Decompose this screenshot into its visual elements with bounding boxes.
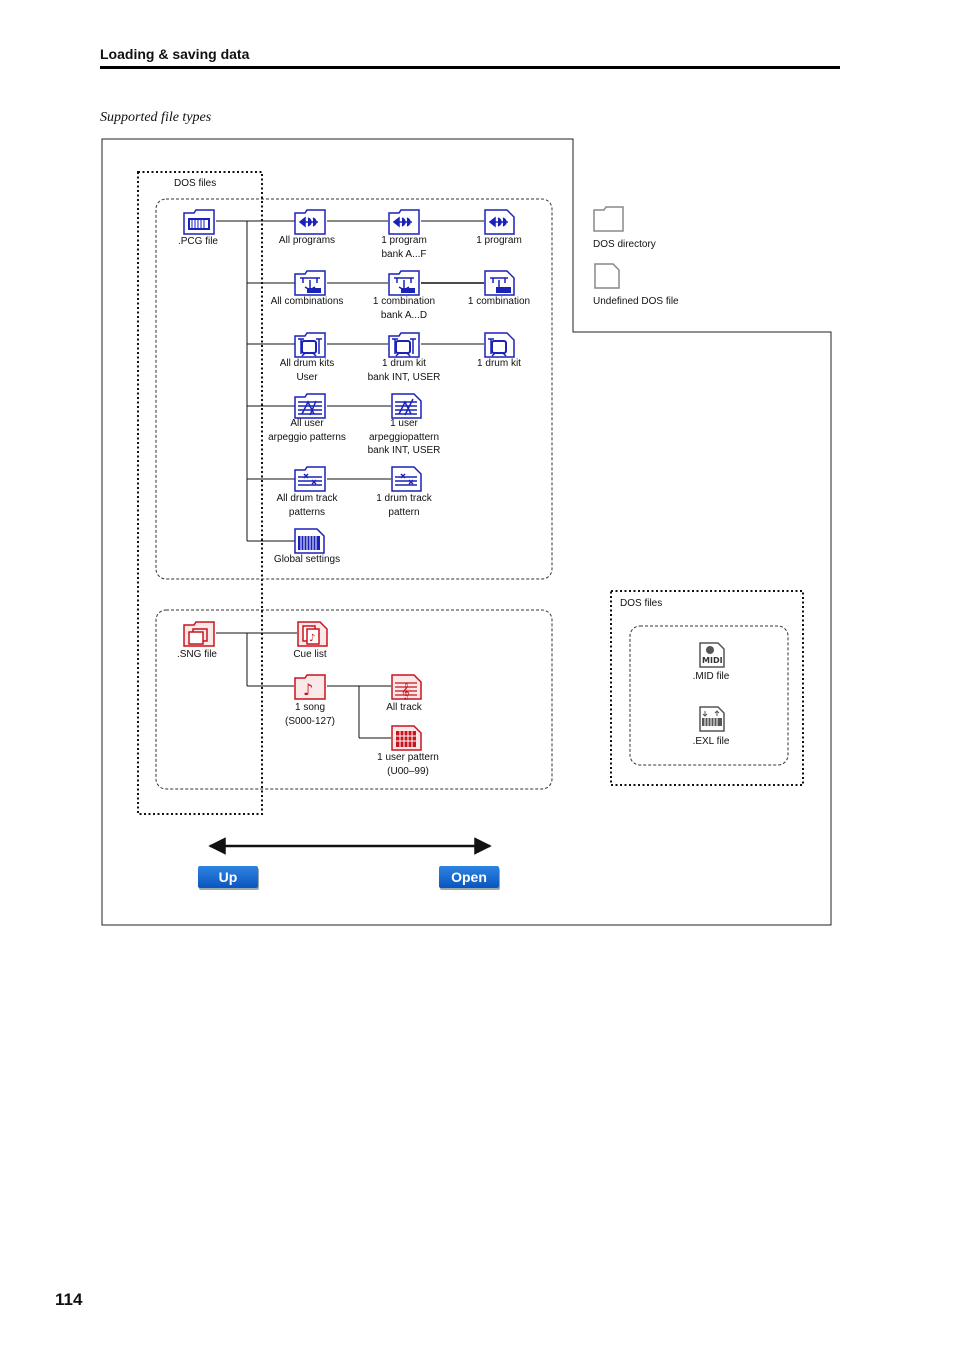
mid-file-label: .MID file [692,671,730,682]
program-icon[interactable] [484,209,516,235]
pcg-item-label-line: 1 user [390,418,418,429]
cue-list-icon[interactable]: ♪ [297,621,329,647]
pcg-item-label: 1 user arpeggiopattern bank INT, USER [354,417,454,458]
pcg-item-label-line: Global settings [273,554,341,565]
pcg-item-label-line: arpeggiopattern [368,431,440,443]
pcg-item-label: 1 combination bank A...D [354,295,454,322]
all-track-label: All track [386,702,422,713]
pcg-item-label-line: 1 program [381,235,427,246]
pcg-item-label-line: All programs [278,235,336,246]
exl-file-label: .EXL file [692,736,730,747]
dos-directory-icon [593,206,625,232]
pcg-item-label: All user arpeggio patterns [257,417,357,444]
pcg-item-label: All combinations [257,295,357,309]
other-files-inner-box [629,625,789,766]
svg-text:♪: ♪ [303,680,313,699]
pcg-item-label-line: patterns [288,506,326,518]
pcg-item-label-line: All user [290,418,324,429]
pcg-item-label-line: 1 drum track [376,493,432,504]
pcg-item-label: 1 program bank A...F [354,234,454,261]
pcg-item-label-line: 1 combination [467,296,531,307]
other-dos-files-label: DOS files [620,598,663,609]
pcg-item-label-line: bank A...D [380,309,428,321]
pcg-item-label: 1 drum kit [449,357,549,371]
figure-caption: Supported file types [100,110,212,125]
pcg-file-label: .PCG file [177,236,218,247]
dos-files-group-label: DOS files [174,178,217,189]
cue-list-label: Cue list [293,649,327,660]
sng-file-icon[interactable] [183,621,215,647]
section-header: Loading & saving data [100,46,250,62]
other-dos-files-box [610,590,804,786]
all-track-icon[interactable]: 𝄞 [391,674,423,700]
drum-kit-bank-icon[interactable] [388,332,420,358]
svg-text:♪: ♪ [309,633,315,644]
all-combinations-icon[interactable] [294,270,326,296]
pcg-item-label-line: 1 combination [372,296,436,307]
undefined-dos-file-icon [593,263,625,289]
pcg-item-label-line: pattern [388,506,420,518]
pcg-item-label: 1 combination [449,295,549,309]
pcg-item-label: Global settings [257,553,357,567]
pcg-item-label: All programs [257,234,357,248]
outer-frame [101,138,832,926]
all-arpeggio-patterns-icon[interactable] [294,393,326,419]
dos-directory-label: DOS directory [593,239,656,250]
all-drum-track-patterns-icon[interactable] [294,466,326,492]
pcg-item-label-line: User [296,371,318,383]
pcg-item-label: 1 program [449,234,549,248]
midi-icon-text: MIDI [702,656,723,665]
pcg-item-label-line: 1 drum kit [477,358,521,369]
sng-group-box [155,609,553,790]
pcg-item-label: All drum track patterns [257,492,357,519]
pcg-item-label-line: All drum track [276,493,338,504]
pcg-file-icon[interactable] [183,209,215,235]
song-label: 1 song(S000-127) [284,702,336,727]
sng-file-label: .SNG file [176,649,217,660]
arpeggio-pattern-bank-icon[interactable] [391,393,423,419]
pcg-item-label-line: bank A...F [381,248,427,260]
pcg-item-label-line: 1 program [476,235,522,246]
drum-track-pattern-icon[interactable] [391,466,423,492]
pcg-item-label-line: arpeggio patterns [268,431,346,443]
dos-files-column [137,171,263,815]
sng-connectors [216,632,391,739]
pcg-item-label: 1 drum track pattern [354,492,454,519]
user-pattern-label: 1 user pattern(U00–99) [377,752,439,777]
user-pattern-icon[interactable] [391,725,423,751]
exl-file-icon[interactable] [697,706,729,732]
pcg-item-label-line: All drum kits [279,358,335,369]
pcg-item-label-line: All combinations [270,296,344,307]
global-settings-icon[interactable] [294,528,326,554]
all-programs-icon[interactable] [294,209,326,235]
combination-bank-icon[interactable] [388,270,420,296]
pcg-item-label-line: bank INT, USER [367,445,441,456]
page-number: 114 [55,1290,83,1309]
drum-kit-icon[interactable] [484,332,516,358]
open-button[interactable]: Open [439,866,499,888]
pcg-item-label-line: bank INT, USER [367,371,441,383]
combination-icon[interactable] [484,270,516,296]
undefined-dos-file-label: Undefined DOS file [593,296,679,307]
mid-file-icon[interactable]: MIDI [697,642,729,668]
pcg-item-label: 1 drum kit bank INT, USER [354,357,454,384]
pcg-group-box [155,198,553,580]
up-button[interactable]: Up [198,866,258,888]
all-drum-kits-icon[interactable] [294,332,326,358]
svg-text:𝄞: 𝄞 [401,682,410,700]
header-rule [100,66,840,69]
pcg-item-label-line: 1 drum kit [382,358,426,369]
pcg-connectors [216,220,484,542]
program-bank-icon[interactable] [388,209,420,235]
song-icon[interactable]: ♪ [294,674,326,700]
